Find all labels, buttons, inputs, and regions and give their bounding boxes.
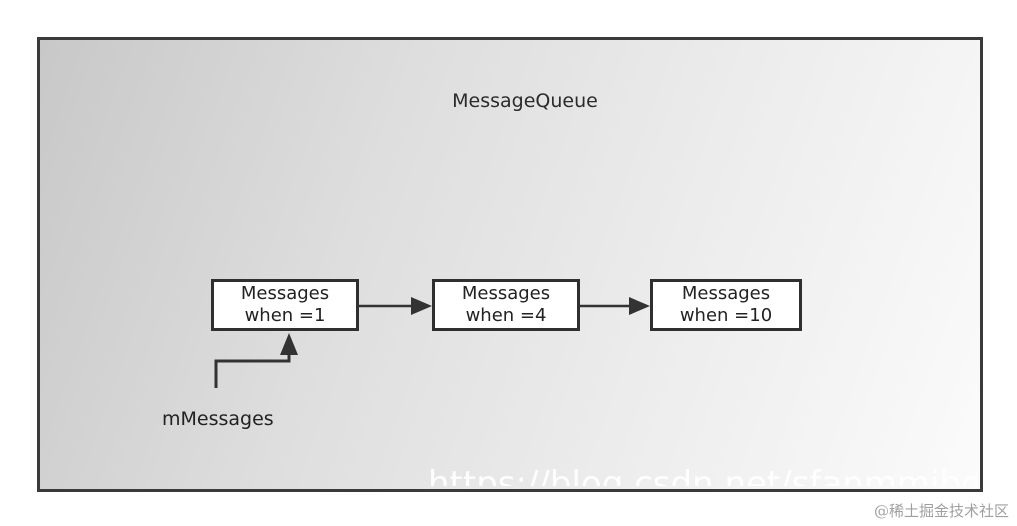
message-node-1: Messages when =1 xyxy=(211,279,359,331)
message-node-3-when: when =10 xyxy=(679,305,773,326)
message-queue-label: MessageQueue xyxy=(452,90,598,112)
message-node-1-when: when =1 xyxy=(244,305,326,326)
head-pointer-label: mMessages xyxy=(162,408,274,430)
message-queue-container: MessageQueue xyxy=(37,37,983,492)
message-node-2: Messages when =4 xyxy=(432,279,580,331)
message-node-2-when: when =4 xyxy=(465,305,547,326)
url-watermark: https://blog.csdn.net/sfanmmiboy xyxy=(428,464,977,486)
message-node-2-title: Messages xyxy=(461,283,551,304)
message-node-3-title: Messages xyxy=(681,283,771,304)
message-node-3: Messages when =10 xyxy=(650,279,802,331)
site-watermark: @稀土掘金技术社区 xyxy=(873,502,1009,520)
message-node-1-title: Messages xyxy=(240,283,330,304)
